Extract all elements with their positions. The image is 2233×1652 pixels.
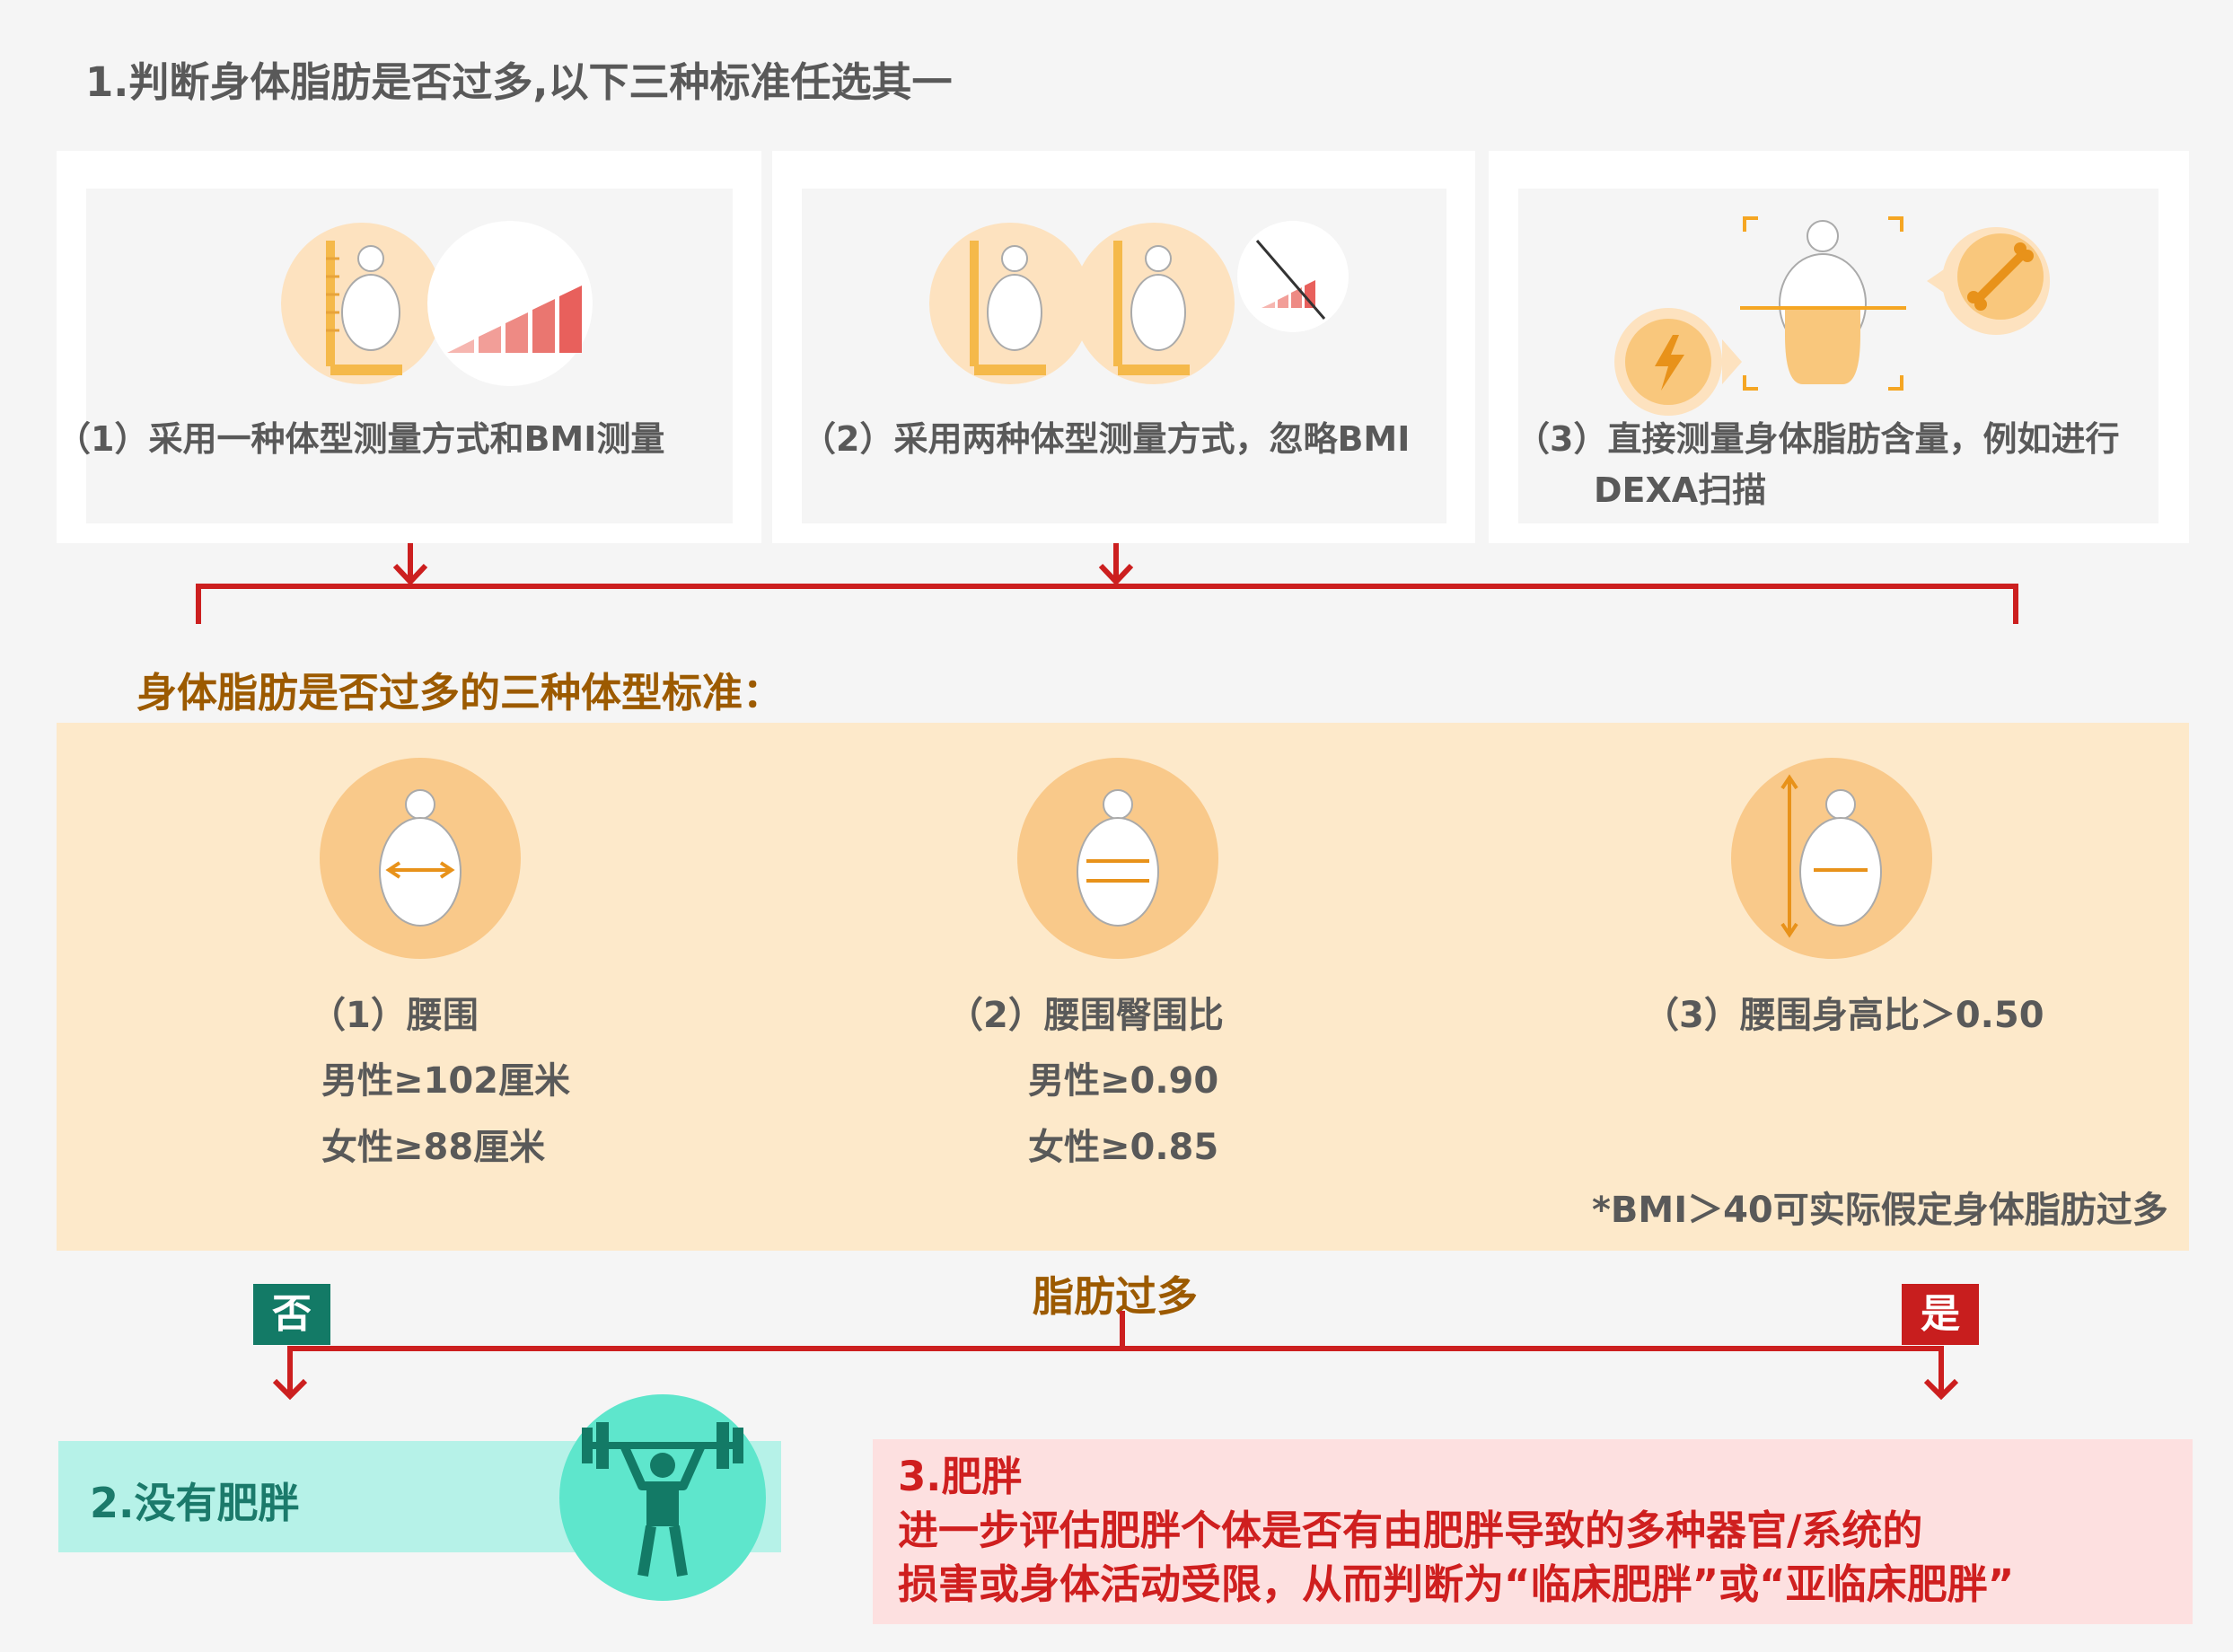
criteria-panel: （1）腰围 男性≥102厘米 女性≥88厘米 （2）腰围臀围比 男性≥0.90 … xyxy=(57,723,2189,1251)
bone-icon xyxy=(1927,227,2051,335)
method-card-3: （3）直接测量身体脂肪含量，例如进行 DEXA扫描 xyxy=(1489,151,2189,543)
method-3-label-line1: （3）直接测量身体脂肪含量，例如进行 xyxy=(1516,419,2120,459)
excess-fat-label: 脂肪过多 xyxy=(1033,1272,1198,1321)
obesity-desc-line2: 损害或身体活动受限，从而判断为“临床肥胖”或“亚临床肥胖” xyxy=(898,1560,2015,1608)
body-measure-bmi-icon xyxy=(281,221,593,386)
criteria-subtitle: 身体脂肪是否过多的三种体型标准： xyxy=(136,669,784,716)
criterion-2-male: 男性≥0.90 xyxy=(1028,1060,1219,1102)
decision-connector xyxy=(272,1311,1959,1401)
obesity-title: 3.肥胖 xyxy=(898,1453,1023,1500)
criterion-1-male: 男性≥102厘米 xyxy=(321,1060,571,1102)
scan-body-icon xyxy=(1740,216,1906,391)
criterion-3-title: （3）腰围身高比＞0.50 xyxy=(1643,995,2044,1036)
waist-height-ratio-icon xyxy=(1731,758,1932,959)
weightlifter-icon xyxy=(559,1394,766,1601)
no-obesity-label: 2.没有肥胖 xyxy=(90,1479,300,1527)
two-body-measures-icon xyxy=(929,221,1349,384)
no-badge: 否 xyxy=(253,1284,330,1345)
criterion-1-female: 女性≥88厘米 xyxy=(321,1127,546,1168)
energy-icon xyxy=(1614,308,1742,416)
method-2-label: （2）采用两种体型测量方式，忽略BMI xyxy=(802,419,1411,459)
page-title: 1.判断身体脂肪是否过多,以下三种标准任选其一 xyxy=(85,58,953,106)
method-card-1: （1）采用一种体型测量方式和BMI测量 xyxy=(57,151,761,543)
method-card-2: （2）采用两种体型测量方式，忽略BMI xyxy=(772,151,1475,543)
method-1-label: （1）采用一种体型测量方式和BMI测量 xyxy=(57,419,665,459)
bmi-note: *BMI＞40可实际假定身体脂肪过多 xyxy=(1592,1190,2168,1231)
waist-circumference-icon xyxy=(320,758,521,959)
method-3-label-line2: DEXA扫描 xyxy=(1594,470,1767,510)
obesity-box: 3.肥胖 进一步评估肥胖个体是否有由肥胖导致的多种器官/系统的 损害或身体活动受… xyxy=(873,1439,2193,1624)
criterion-1-title: （1）腰围 xyxy=(310,995,479,1036)
yes-badge: 是 xyxy=(1902,1284,1979,1345)
waist-hip-ratio-icon xyxy=(1017,758,1218,959)
dexa-scan-icon xyxy=(1614,216,2051,416)
method-bracket-connector xyxy=(196,543,2018,624)
criterion-2-female: 女性≥0.85 xyxy=(1028,1127,1219,1168)
criterion-2-title: （2）腰围臀围比 xyxy=(947,995,1224,1036)
obesity-desc-line1: 进一步评估肥胖个体是否有由肥胖导致的多种器官/系统的 xyxy=(898,1507,1923,1554)
